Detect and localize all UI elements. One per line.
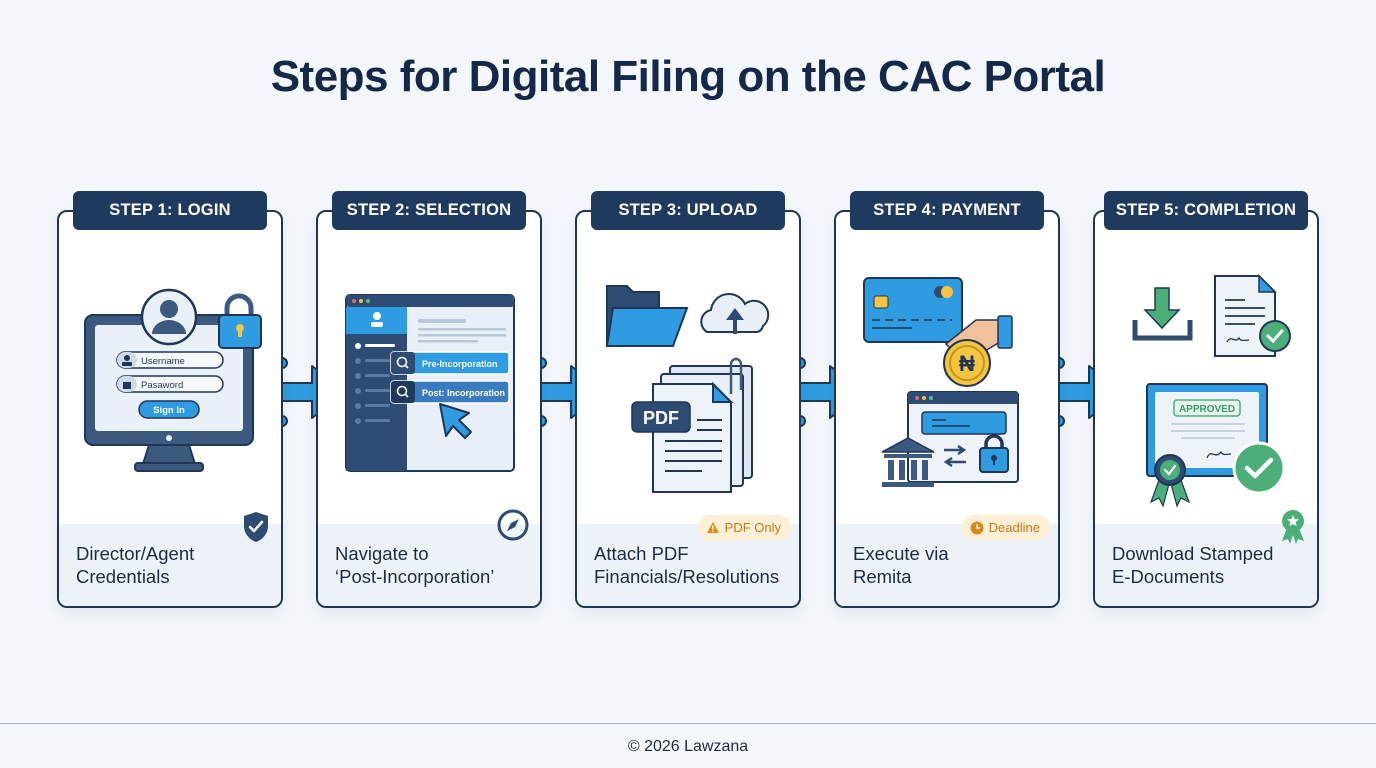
step-description: Director/Agent Credentials bbox=[76, 543, 195, 587]
step-description: Execute via Remita bbox=[853, 543, 949, 587]
payment-illustration: ₦ bbox=[863, 277, 1019, 487]
completion-illustration: APPROVED bbox=[1132, 274, 1291, 508]
step-card-payment: ₦ Deadline Execute via Remita STEP 4: PA… bbox=[834, 191, 1060, 608]
download-icon bbox=[1143, 287, 1181, 330]
post-incorporation-option: Post: Incorporation bbox=[422, 388, 505, 398]
success-check-icon bbox=[1232, 441, 1286, 495]
step-card-selection: Pre-Incorporation Post: Incorporation Na… bbox=[316, 191, 542, 608]
card-footer bbox=[318, 524, 540, 606]
step-card-upload: PDF PDF Only Attach PDF Financials/Resol… bbox=[575, 191, 801, 608]
step-header: STEP 1: LOGIN bbox=[73, 191, 267, 230]
award-ribbon-icon bbox=[1282, 510, 1304, 544]
step-description: Download Stamped E-Documents bbox=[1112, 543, 1274, 587]
step-description: Navigate to ‘Post-Incorporation’ bbox=[335, 543, 495, 587]
pdf-upload-illustration: PDF bbox=[605, 285, 770, 493]
clock-icon bbox=[970, 521, 984, 534]
sign-in-button: Sign In bbox=[153, 405, 185, 416]
shield-check-icon bbox=[244, 512, 268, 542]
password-field: Pasaword bbox=[141, 380, 183, 391]
pdf-only-badge: PDF Only bbox=[697, 515, 791, 540]
step-header: STEP 3: UPLOAD bbox=[591, 191, 785, 230]
pdf-label: PDF bbox=[643, 408, 679, 428]
step-description: Attach PDF Financials/Resolutions bbox=[594, 543, 780, 587]
card-footer bbox=[59, 524, 281, 606]
bank-icon bbox=[881, 437, 935, 453]
login-screen-illustration: Username Pasaword Sign In bbox=[84, 288, 262, 472]
compass-icon bbox=[497, 509, 529, 541]
approved-stamp: APPROVED bbox=[1179, 404, 1235, 415]
footer-divider bbox=[0, 723, 1376, 724]
card-footer bbox=[1095, 524, 1317, 606]
step-header: STEP 2: SELECTION bbox=[332, 191, 526, 230]
page-title: Steps for Digital Filing on the CAC Port… bbox=[270, 52, 1106, 101]
step-header: STEP 5: COMPLETION bbox=[1104, 191, 1308, 230]
deadline-badge: Deadline bbox=[961, 515, 1050, 540]
step-card-login: Username Pasaword Sign In Director/Agent… bbox=[57, 191, 283, 608]
svg-text:₦: ₦ bbox=[959, 351, 975, 376]
copyright-text: © 2026 Lawzana bbox=[627, 738, 749, 755]
warning-icon bbox=[706, 522, 719, 533]
portal-menu-illustration: Pre-Incorporation Post: Incorporation bbox=[345, 294, 515, 472]
pre-incorporation-option: Pre-Incorporation bbox=[422, 359, 498, 369]
step-card-completion: APPROVED Download Stamped E-Documents ST… bbox=[1093, 191, 1319, 608]
username-field: Username bbox=[141, 356, 185, 367]
step-header: STEP 4: PAYMENT bbox=[850, 191, 1044, 230]
